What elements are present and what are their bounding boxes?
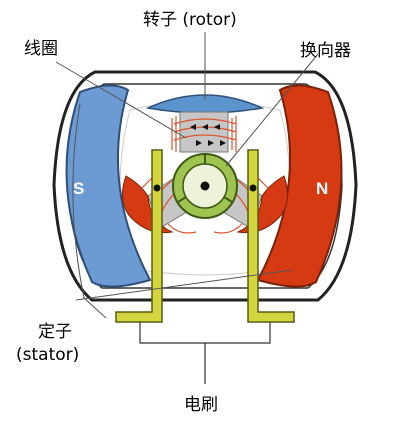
rotor-pole-tips	[122, 175, 288, 234]
left-brush	[115, 149, 163, 323]
brushes	[115, 149, 295, 323]
north-pole-label: N	[316, 179, 328, 198]
commutator-label: 换向器	[300, 41, 351, 61]
stator-leader	[72, 103, 107, 319]
stator-leader-2	[75, 269, 293, 301]
commutator-assembly	[172, 153, 238, 219]
south-pole-magnet	[65, 84, 152, 288]
stator-label-line1: 定子	[38, 322, 72, 342]
winding-label: 线圈	[24, 39, 58, 59]
winding-leader	[55, 61, 187, 139]
stator-label-line2: (stator)	[16, 345, 79, 365]
south-pole-label: S	[73, 179, 84, 198]
brush-label: 电刷	[184, 395, 218, 415]
rotor-label: 转子 (rotor)	[143, 10, 237, 30]
brush-leads	[139, 322, 271, 384]
rotor-shaft	[200, 181, 210, 191]
commutator-leader	[225, 53, 319, 167]
leader-lines	[55, 32, 319, 319]
right-brush	[247, 149, 295, 323]
current-arrows	[190, 124, 226, 146]
